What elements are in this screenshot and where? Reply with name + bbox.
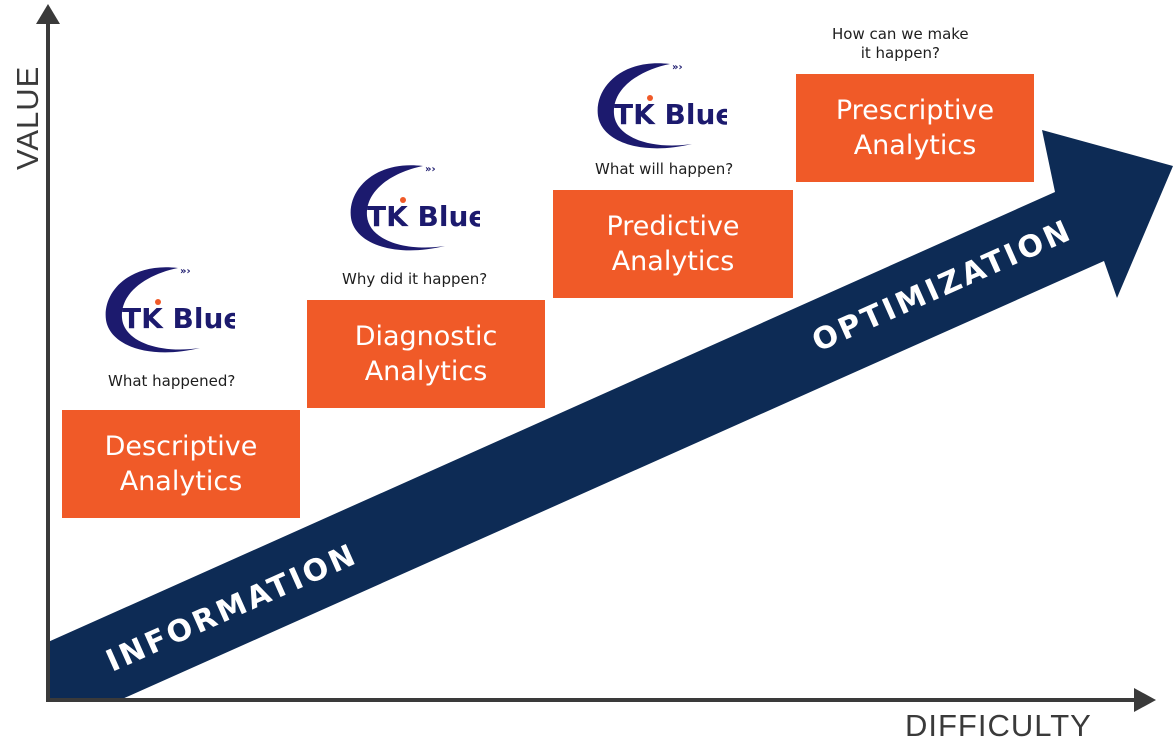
stage-1-title-line2: Analytics (119, 466, 243, 497)
stage-4-title-line2: Analytics (853, 130, 977, 161)
svg-text:»›: »› (180, 266, 191, 277)
stage-4-title-line1: Prescriptive (835, 95, 995, 126)
logo-text: TK Blue (614, 98, 727, 131)
tk-blue-logo: »› TK Blue (345, 160, 480, 260)
stage-4-question: How can we make it happen? (832, 25, 969, 63)
stage-3-box: Predictive Analytics (553, 190, 793, 298)
stage-2-title-line1: Diagnostic (354, 321, 498, 352)
logo-text: TK Blue (122, 302, 235, 335)
stage-1-title-line1: Descriptive (104, 431, 258, 462)
x-axis-arrowhead (1134, 688, 1156, 712)
logo-text: TK Blue (367, 200, 480, 233)
tk-blue-logo: »› TK Blue (100, 262, 235, 362)
stage-4-question-line2: it happen? (860, 44, 940, 62)
stage-3-question: What will happen? (595, 160, 734, 178)
stage-2-title-line2: Analytics (364, 356, 488, 387)
stage-3-title-line1: Predictive (606, 211, 740, 242)
stage-4-box: Prescriptive Analytics (796, 74, 1034, 182)
svg-text:»›: »› (672, 62, 683, 73)
tk-blue-logo: »› TK Blue (592, 58, 727, 158)
stage-3-title-line2: Analytics (611, 246, 735, 277)
stage-1-question: What happened? (108, 372, 236, 390)
svg-text:»›: »› (425, 164, 436, 175)
stage-2-question: Why did it happen? (342, 270, 488, 288)
stage-1-box: Descriptive Analytics (62, 410, 300, 518)
y-axis-arrowhead (36, 4, 60, 24)
information-optimization-arrow (48, 130, 1173, 700)
stage-2-box: Diagnostic Analytics (307, 300, 545, 408)
y-axis-label: VALUE (10, 65, 45, 170)
stage-4-question-line1: How can we make (832, 25, 969, 43)
x-axis-label: DIFFICULTY (905, 708, 1092, 743)
